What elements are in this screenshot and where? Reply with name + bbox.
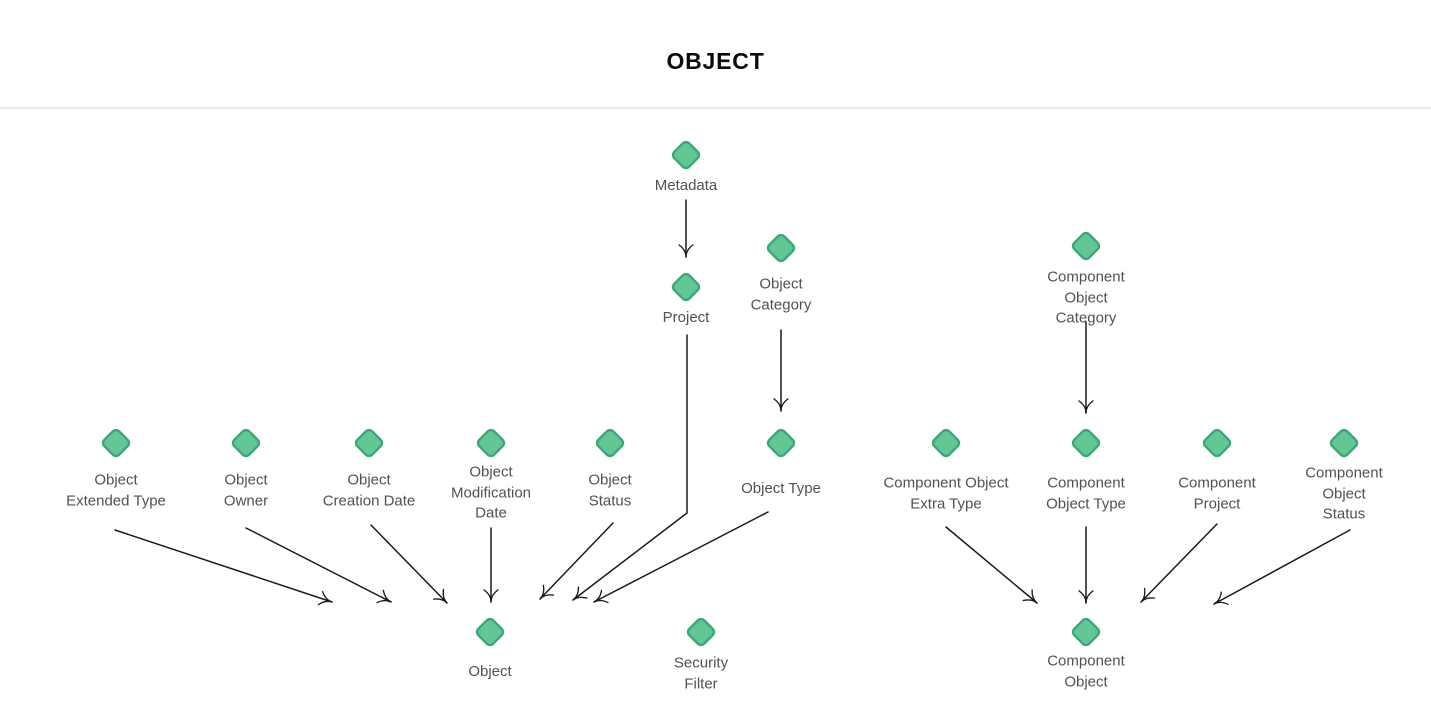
diamond-icon: [1329, 428, 1359, 458]
diamond-icon: [671, 272, 701, 302]
object-status-node[interactable]: [593, 426, 627, 460]
component-object-category-label: Component Object Category: [1047, 268, 1125, 327]
object-creation-date-label: Object Creation Date: [322, 471, 416, 510]
crowfoot-arrowhead-icon: [483, 589, 499, 603]
component-object-label: Component Object: [1047, 652, 1125, 691]
security-filter-node[interactable]: [684, 615, 718, 649]
object-creation-date-node[interactable]: [352, 426, 386, 460]
diamond-icon: [766, 428, 796, 458]
diamond-icon: [931, 428, 961, 458]
diamond-icon: [1071, 617, 1101, 647]
component-object-extra-type-node[interactable]: [929, 426, 963, 460]
object-type-node[interactable]: [764, 426, 798, 460]
crowfoot-arrowhead-icon: [1078, 400, 1094, 414]
edge-object-status-to-object: [539, 522, 614, 600]
diamond-icon: [475, 617, 505, 647]
diamond-icon: [1071, 231, 1101, 261]
edge-component-object-extra-type-to-component-object: [945, 526, 1038, 604]
object-category-node[interactable]: [764, 231, 798, 265]
crowfoot-arrowhead-icon: [593, 589, 609, 604]
crowfoot-arrowhead-icon: [1213, 591, 1229, 605]
component-object-node[interactable]: [1069, 615, 1103, 649]
diamond-icon: [766, 233, 796, 263]
diamond-icon: [1071, 428, 1101, 458]
crowfoot-arrowhead-icon: [1078, 590, 1094, 604]
component-object-status-node[interactable]: [1327, 426, 1361, 460]
component-project-label: Component Project: [1178, 474, 1256, 513]
object-type-label: Object Type: [741, 479, 821, 497]
crowfoot-arrowhead-icon: [539, 584, 555, 600]
edge-project-to-object: [572, 334, 688, 601]
object-extended-type-node[interactable]: [99, 426, 133, 460]
component-object-extra-type-label: Component Object Extra Type: [883, 474, 1009, 513]
diamond-icon: [1202, 428, 1232, 458]
crowfoot-arrowhead-icon: [1140, 587, 1156, 603]
component-object-category-node[interactable]: [1069, 229, 1103, 263]
crowfoot-arrowhead-icon: [432, 588, 448, 604]
metadata-node[interactable]: [669, 138, 703, 172]
metadata-label: Metadata: [654, 176, 718, 194]
component-object-status-label: Component Object Status: [1305, 464, 1383, 523]
crowfoot-arrowhead-icon: [678, 244, 694, 258]
component-project-node[interactable]: [1200, 426, 1234, 460]
diamond-icon: [231, 428, 261, 458]
diamond-icon: [671, 140, 701, 170]
crowfoot-arrowhead-icon: [376, 589, 392, 604]
header-divider: [0, 107, 1431, 109]
security-filter-label: Security Filter: [673, 654, 729, 693]
edge-object-creation-date-to-object: [370, 524, 448, 604]
crowfoot-arrowhead-icon: [1022, 589, 1038, 604]
crowfoot-arrowhead-icon: [317, 590, 333, 606]
crowfoot-arrowhead-icon: [572, 586, 588, 601]
edge-object-type-to-object: [593, 511, 769, 603]
diamond-icon: [354, 428, 384, 458]
object-modification-date-node[interactable]: [474, 426, 508, 460]
object-modification-date-label: Object Modification Date: [450, 463, 532, 522]
edge-object-extended-type-to-object: [114, 529, 333, 603]
object-owner-label: Object Owner: [223, 471, 269, 510]
edge-component-project-to-component-object: [1140, 523, 1218, 603]
edge-component-object-status-to-component-object: [1213, 529, 1351, 605]
object-category-label: Object Category: [750, 275, 812, 314]
object-owner-node[interactable]: [229, 426, 263, 460]
component-object-type-label: Component Object Type: [1046, 474, 1126, 513]
object-status-label: Object Status: [588, 471, 632, 510]
object-node[interactable]: [473, 615, 507, 649]
crowfoot-arrowhead-icon: [773, 398, 789, 412]
component-object-type-node[interactable]: [1069, 426, 1103, 460]
object-label: Object: [468, 662, 512, 680]
diamond-icon: [476, 428, 506, 458]
edge-object-owner-to-object: [245, 527, 392, 603]
diamond-icon: [595, 428, 625, 458]
diamond-icon: [686, 617, 716, 647]
project-node[interactable]: [669, 270, 703, 304]
page-title: OBJECT: [666, 48, 765, 74]
project-label: Project: [662, 308, 710, 326]
diamond-icon: [101, 428, 131, 458]
object-extended-type-label: Object Extended Type: [66, 471, 166, 510]
